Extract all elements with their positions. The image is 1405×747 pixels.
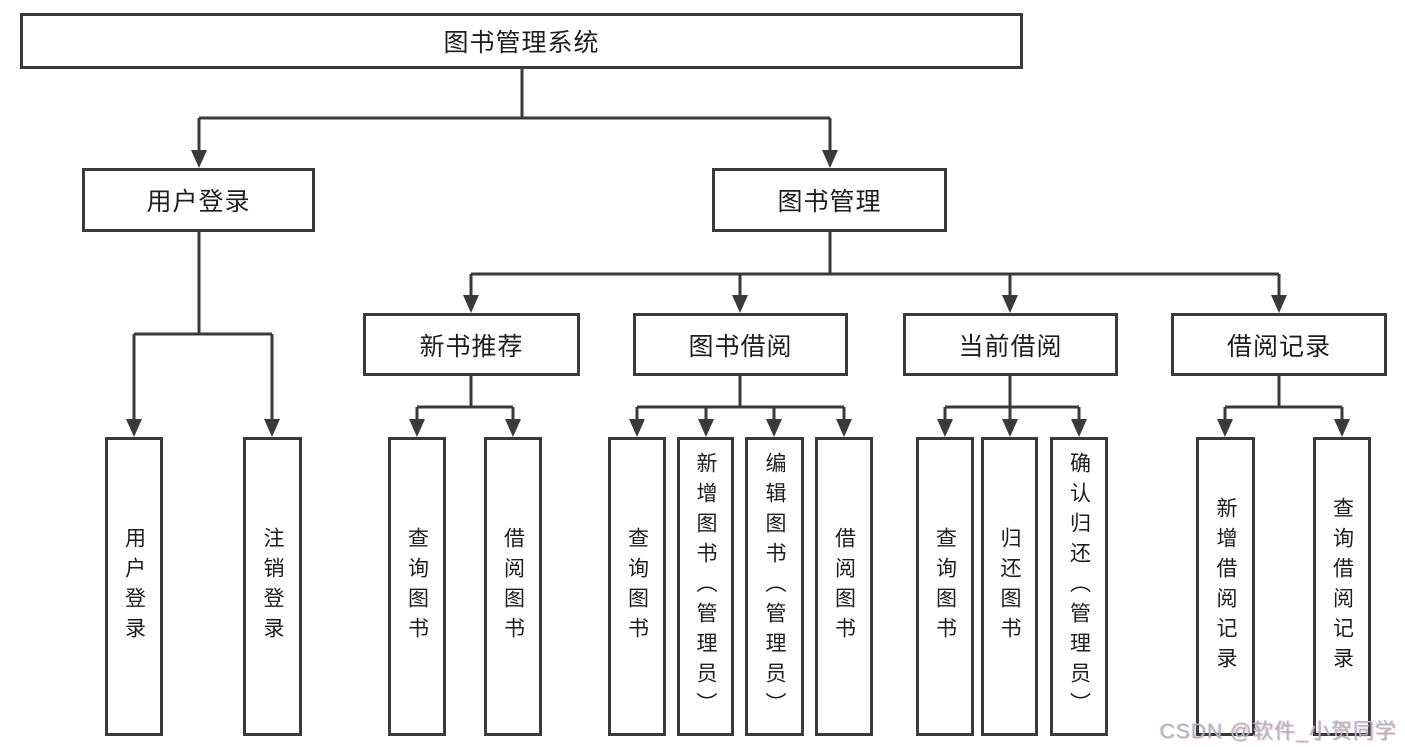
node-new-book-recommend-label: 新书推荐 <box>419 332 524 361</box>
leaf-query-books-current: 查询图书 <box>916 437 974 736</box>
node-book-borrowing: 图书借阅 <box>633 313 848 376</box>
node-root-system: 图书管理系统 <box>20 13 1023 69</box>
leaf-user-login-label: 用户登录 <box>122 526 146 647</box>
leaf-edit-book-admin: 编辑图书（管理员） <box>745 437 804 736</box>
leaf-add-book-admin-label: 新增图书（管理员） <box>694 451 717 722</box>
csdn-watermark: CSDN @软件_小贺同学 <box>1159 720 1397 743</box>
leaf-borrow-books-recommend-label: 借阅图书 <box>501 526 525 647</box>
leaf-edit-book-admin-label: 编辑图书（管理员） <box>763 451 786 722</box>
leaf-add-borrow-record-label: 新增借阅记录 <box>1214 496 1237 677</box>
node-current-borrowing: 当前借阅 <box>903 313 1118 376</box>
leaf-borrow-books-recommend: 借阅图书 <box>484 437 542 736</box>
node-book-management: 图书管理 <box>712 168 947 232</box>
leaf-logout-label: 注销登录 <box>261 526 284 647</box>
leaf-query-borrow-record-label: 查询借阅记录 <box>1330 496 1354 677</box>
leaf-query-books-borrowing-label: 查询图书 <box>625 526 649 647</box>
leaf-add-book-admin: 新增图书（管理员） <box>677 437 734 736</box>
node-borrow-records: 借阅记录 <box>1171 313 1387 376</box>
leaf-confirm-return-admin-label: 确认归还（管理员） <box>1067 451 1091 722</box>
leaf-confirm-return-admin: 确认归还（管理员） <box>1050 437 1108 736</box>
leaf-query-books-recommend: 查询图书 <box>388 437 446 736</box>
node-current-borrowing-label: 当前借阅 <box>958 332 1063 361</box>
leaf-return-book: 归还图书 <box>981 437 1038 736</box>
node-user-login-label: 用户登录 <box>146 188 251 216</box>
leaf-add-borrow-record: 新增借阅记录 <box>1196 437 1255 736</box>
node-new-book-recommend: 新书推荐 <box>363 313 580 376</box>
leaf-borrow-books-borrowing: 借阅图书 <box>815 437 873 736</box>
leaf-return-book-label: 归还图书 <box>998 526 1021 647</box>
leaf-query-books-borrowing: 查询图书 <box>608 437 666 736</box>
leaf-logout: 注销登录 <box>243 437 302 736</box>
leaf-user-login: 用户登录 <box>105 437 163 736</box>
node-book-management-label: 图书管理 <box>777 188 882 216</box>
node-book-borrowing-label: 图书借阅 <box>688 332 793 361</box>
node-root-label: 图书管理系统 <box>443 29 600 57</box>
leaf-borrow-books-borrowing-label: 借阅图书 <box>832 526 856 647</box>
leaf-query-books-recommend-label: 查询图书 <box>405 526 429 647</box>
arrowheads <box>126 150 1350 437</box>
leaf-query-borrow-record: 查询借阅记录 <box>1313 437 1371 736</box>
node-borrow-records-label: 借阅记录 <box>1226 332 1331 361</box>
leaf-query-books-current-label: 查询图书 <box>933 526 957 647</box>
node-user-login: 用户登录 <box>82 168 315 232</box>
